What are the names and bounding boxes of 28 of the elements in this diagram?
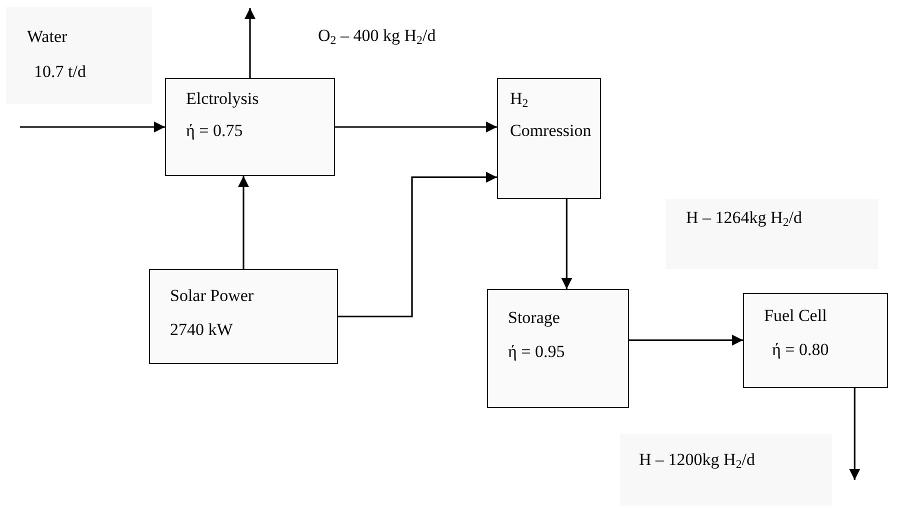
arrow [338, 172, 497, 318]
process-box [497, 78, 601, 199]
process-value: Comression [510, 121, 592, 142]
process-value: ή = 0.95 [508, 342, 565, 362]
arrow [238, 176, 249, 269]
flow-label: O$_{2}$ – 400 kg H$_{2}$/d [318, 26, 436, 46]
process-name: Fuel Cell [764, 306, 827, 326]
process-box [743, 293, 888, 388]
process-box [165, 78, 335, 176]
input-label: 10.7 t/d [34, 62, 86, 82]
process-box [149, 269, 338, 364]
input-label: Water [27, 27, 68, 48]
process-box [487, 289, 629, 408]
process-value: ή = 0.75 [186, 121, 243, 142]
flow-label: H – 1264kg H$_{2}$/d [686, 208, 802, 228]
arrow [20, 122, 165, 132]
process-name: H$_{2}$ [510, 89, 528, 110]
flow-label: H – 1200kg H$_{2}$/d [639, 450, 755, 470]
arrow [561, 199, 572, 289]
process-name: Storage [508, 308, 560, 328]
process-value: ή = 0.80 [772, 340, 829, 360]
arrow [244, 8, 256, 78]
process-value: 2740 kW [170, 320, 233, 340]
process-name: Solar Power [170, 286, 254, 306]
arrow [629, 334, 743, 346]
arrow [849, 388, 860, 480]
arrow [335, 122, 497, 132]
process-name: Elctrolysis [186, 89, 259, 110]
